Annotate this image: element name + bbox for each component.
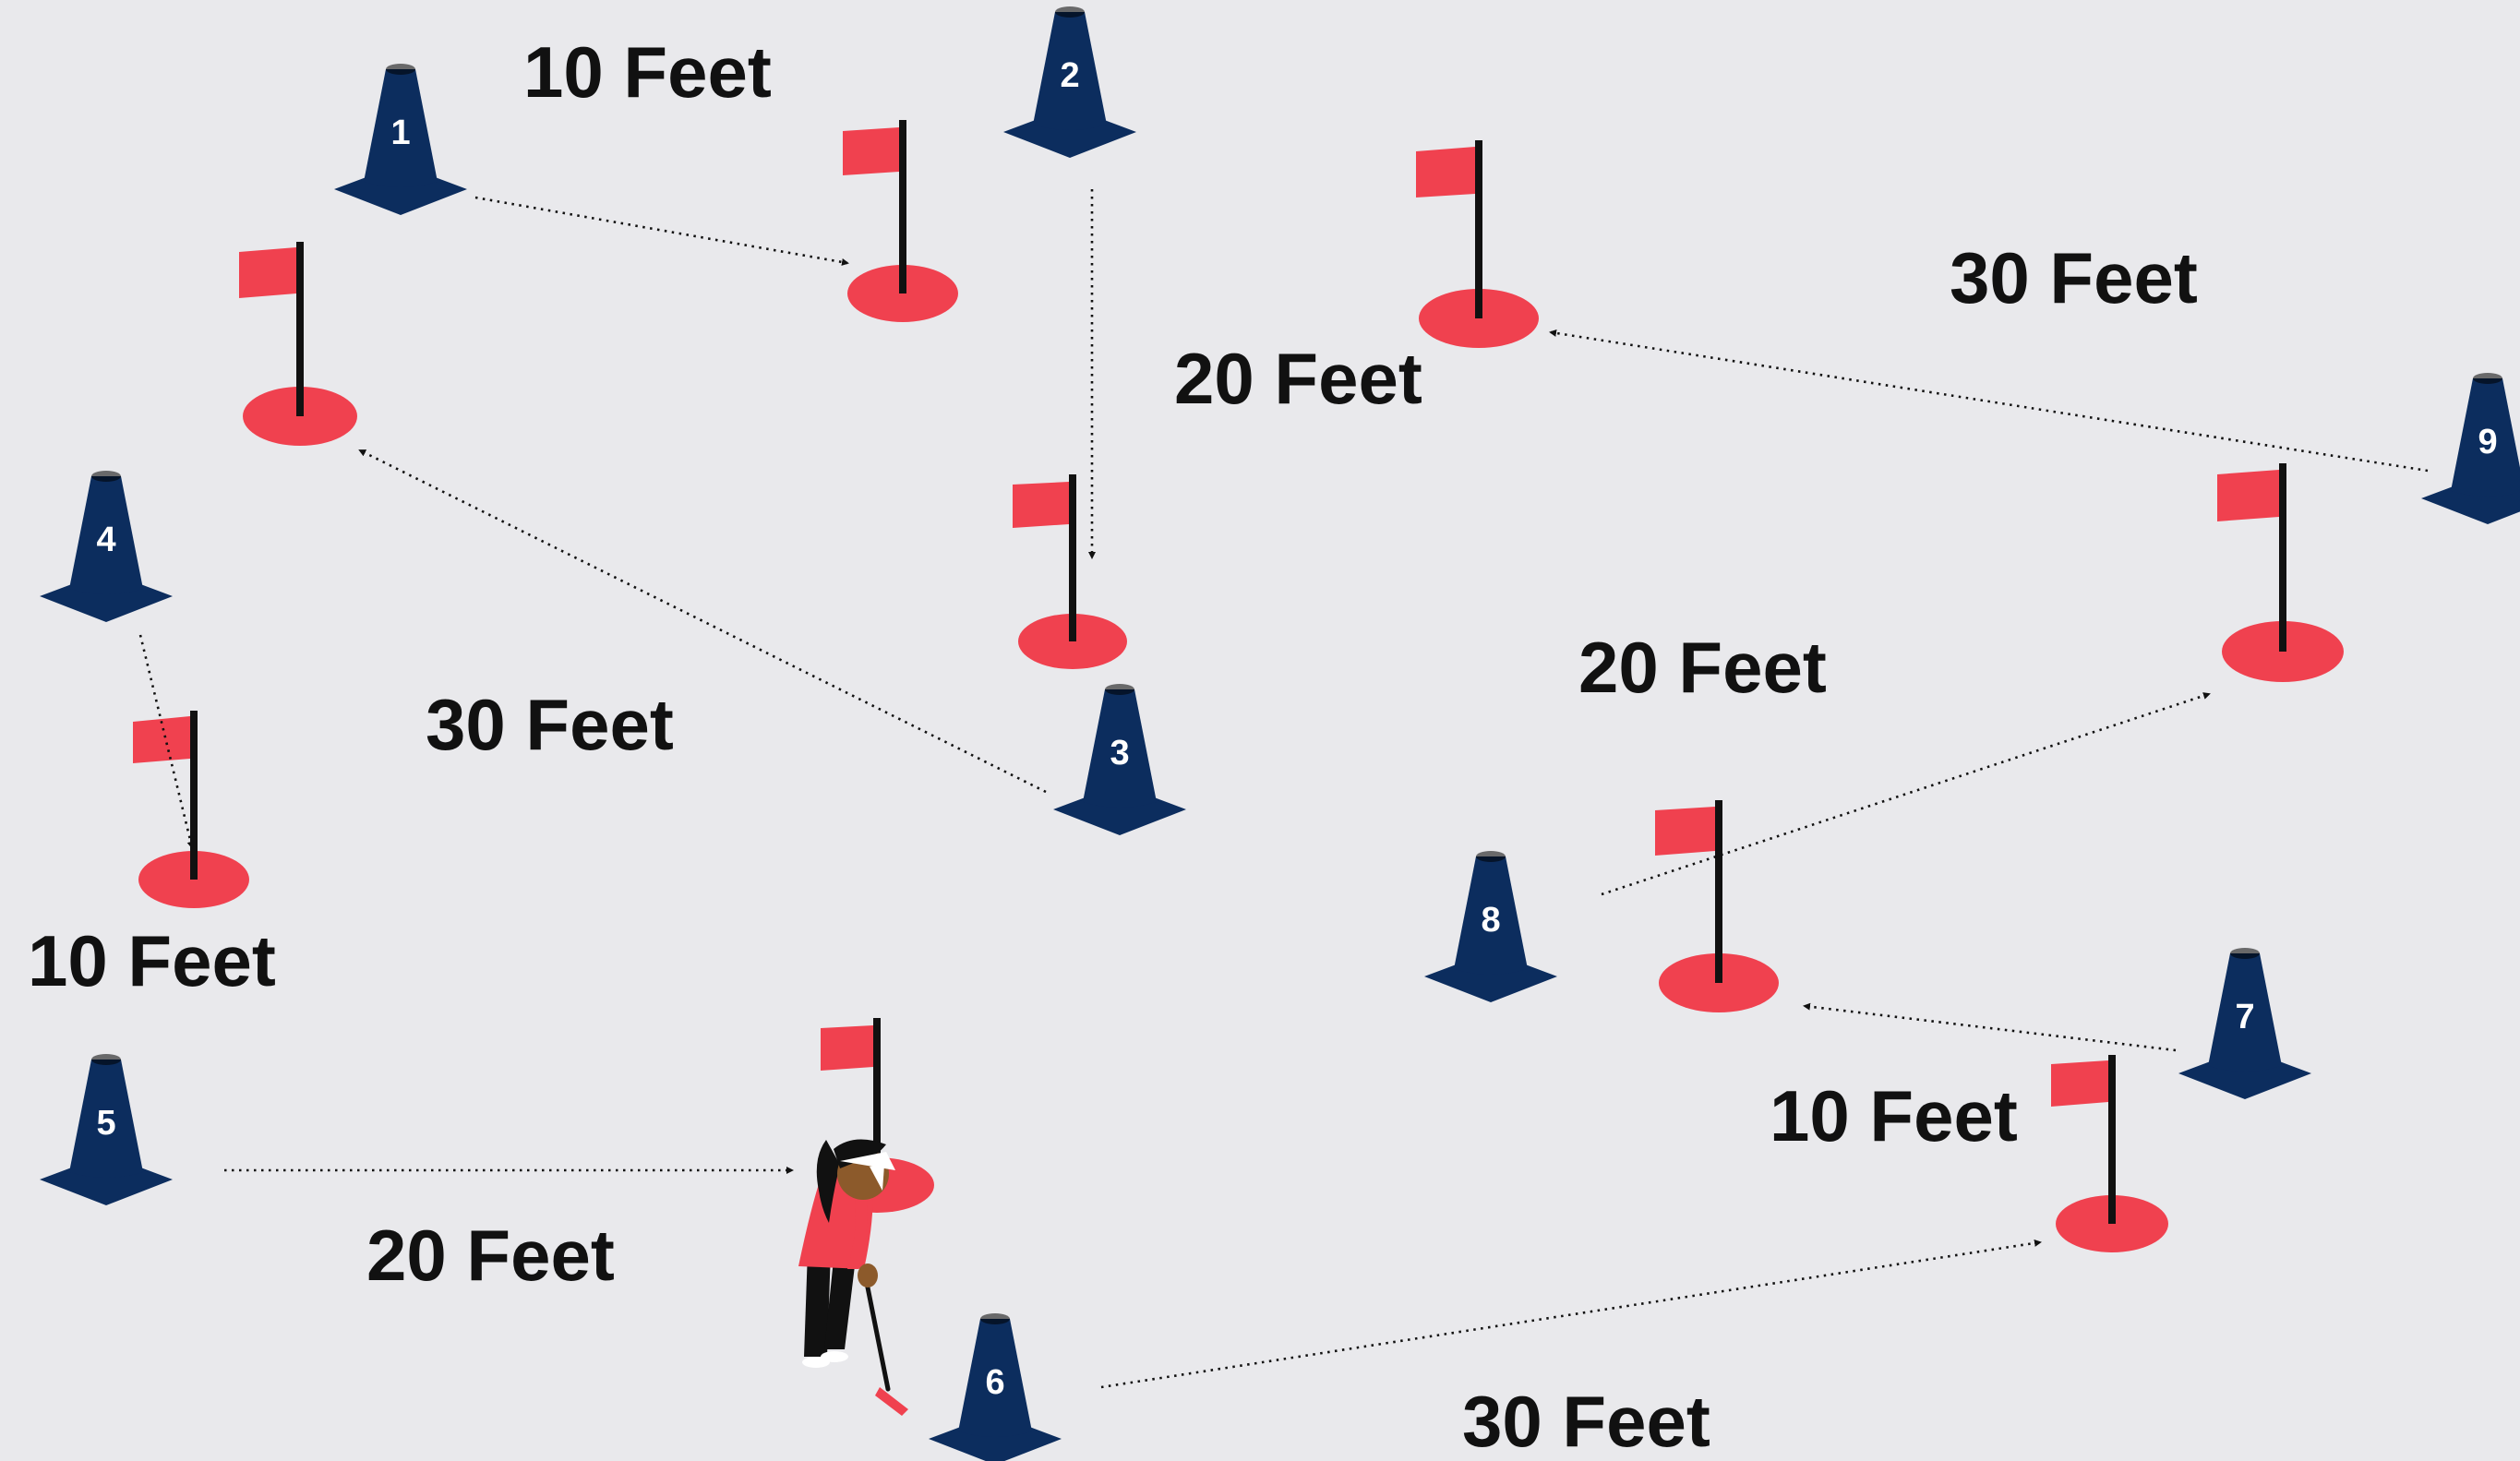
golfer-putting-icon — [798, 1139, 908, 1416]
golf-flag-icon — [821, 1018, 881, 1185]
golf-flag-icon — [239, 242, 304, 416]
cone-number-7: 7 — [2235, 998, 2254, 1036]
cone-number-9: 9 — [2478, 423, 2497, 461]
path-station-7 — [1803, 1002, 2177, 1052]
flags — [133, 120, 2286, 1224]
path-station-8 — [1601, 692, 2211, 896]
distance-label-station-2: 20 Feet — [1174, 338, 1422, 419]
traffic-cone-icon: 5 — [40, 1054, 173, 1205]
golf-flag-icon — [1416, 140, 1482, 318]
golf-flag-icon — [133, 711, 198, 880]
cone-number-3: 3 — [1110, 734, 1129, 772]
golf-flag-icon — [2051, 1055, 2116, 1224]
cone-number-5: 5 — [96, 1104, 115, 1143]
distance-label-station-1: 10 Feet — [523, 31, 772, 113]
traffic-cone-icon: 2 — [1003, 6, 1136, 158]
path-station-1 — [474, 196, 849, 266]
distance-label-station-4: 10 Feet — [28, 920, 276, 1001]
path-station-6 — [1100, 1239, 2042, 1389]
golf-flag-icon — [1013, 474, 1076, 641]
distance-label-station-3: 30 Feet — [426, 684, 674, 765]
traffic-cone-icon: 6 — [929, 1313, 1062, 1461]
golf-flag-icon — [843, 120, 906, 293]
path-station-3 — [358, 449, 1047, 794]
distance-label-station-9: 30 Feet — [1950, 237, 2198, 318]
path-station-9 — [1549, 329, 2429, 473]
distance-labels: 10 Feet 20 Feet 30 Feet 10 Feet 20 Feet … — [28, 31, 2198, 1461]
cone-number-1: 1 — [390, 114, 410, 152]
cones: 1 2 3 4 5 6 7 8 — [40, 6, 2520, 1461]
traffic-cone-icon: 8 — [1424, 851, 1557, 1002]
traffic-cone-icon: 3 — [1053, 684, 1186, 835]
cone-number-2: 2 — [1060, 56, 1079, 95]
distance-label-station-6: 30 Feet — [1462, 1381, 1710, 1461]
distance-label-station-8: 20 Feet — [1578, 627, 1827, 708]
shot-paths — [138, 189, 2429, 1389]
golf-flag-icon — [1655, 800, 1722, 983]
cone-number-6: 6 — [985, 1363, 1004, 1402]
traffic-cone-icon: 4 — [40, 471, 173, 622]
traffic-cone-icon: 9 — [2421, 373, 2520, 524]
traffic-cone-icon: 7 — [2178, 948, 2311, 1099]
distance-label-station-7: 10 Feet — [1770, 1075, 2018, 1156]
cone-number-4: 4 — [96, 521, 115, 559]
distance-label-station-5: 20 Feet — [366, 1215, 615, 1296]
traffic-cone-icon: 1 — [334, 64, 467, 215]
golf-flag-icon — [2217, 463, 2286, 652]
cone-number-8: 8 — [1481, 901, 1500, 940]
